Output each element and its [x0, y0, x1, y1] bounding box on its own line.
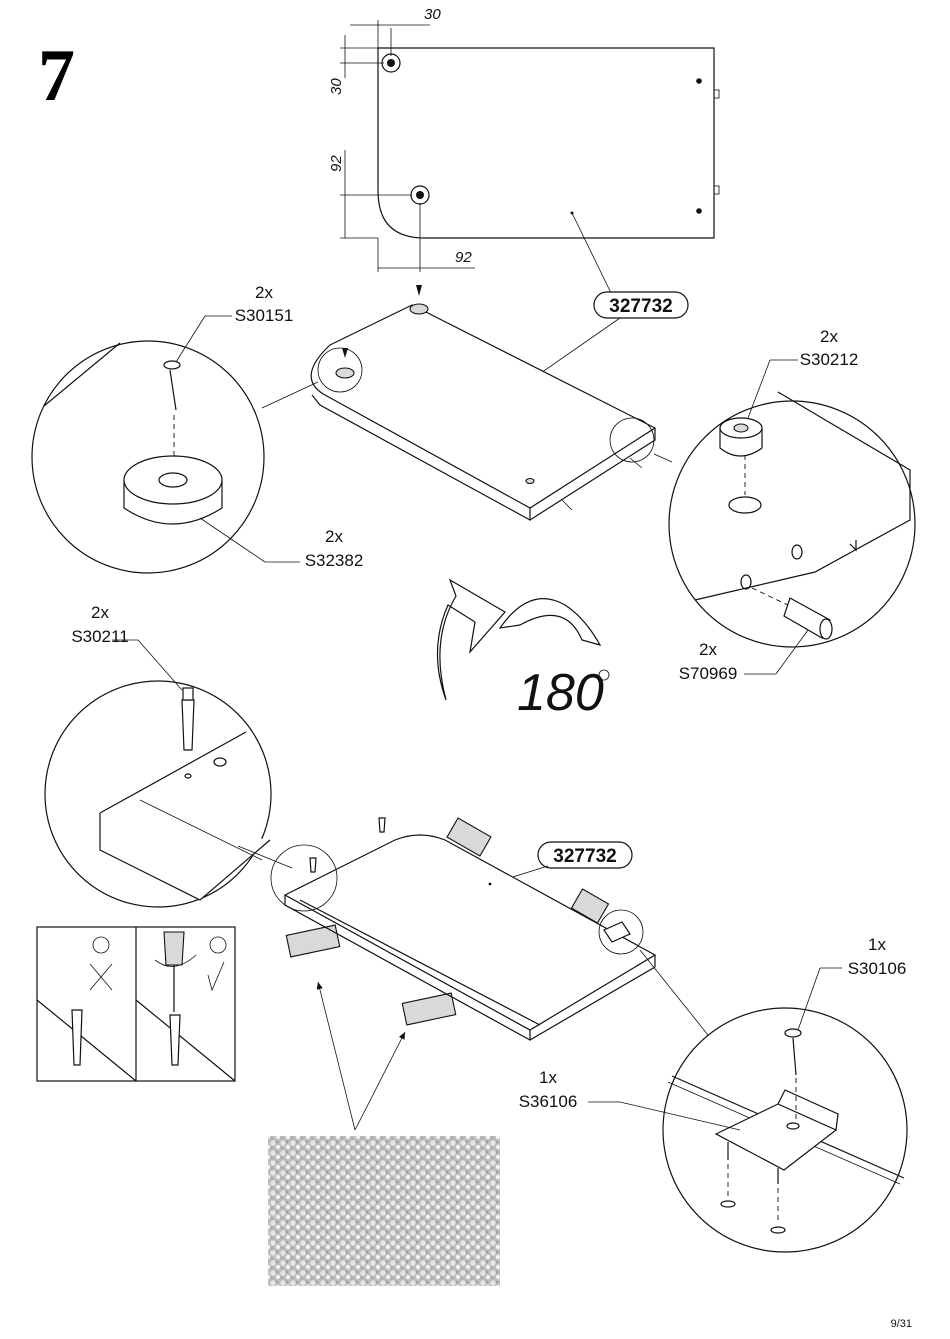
dim-corner-horizontal: 92: [455, 249, 472, 266]
code-s36106: S36106: [519, 1092, 578, 1111]
detail-glide-screw: [31, 315, 319, 574]
qty-s30106: 1x: [868, 935, 886, 954]
step-number: 7: [38, 35, 75, 117]
rotate-180-arrow: 180: [436, 578, 610, 722]
svg-text:327732: 327732: [609, 296, 672, 317]
panel-label-top: 327732: [593, 291, 689, 319]
svg-text:327732: 327732: [553, 846, 616, 867]
code-s30151: S30151: [235, 306, 294, 325]
qty-s36106: 1x: [539, 1068, 557, 1087]
code-s32382: S32382: [305, 551, 364, 570]
screwdriver-usage-box: [36, 926, 236, 1082]
dim-top-vertical: 30: [328, 78, 345, 95]
qty-s30212: 2x: [820, 327, 838, 346]
detail-plate-screw: [588, 967, 908, 1253]
qty-s32382: 2x: [325, 527, 343, 546]
qty-s30151: 2x: [255, 283, 273, 302]
detail-cam-dowel: [653, 359, 916, 675]
panel-label-bottom: 327732: [537, 841, 633, 869]
rotation-value: 180: [517, 664, 604, 722]
dim-top-horizontal: 30: [424, 6, 441, 23]
code-s70969: S70969: [679, 664, 738, 683]
detail-connector-bolt: [44, 639, 293, 908]
happy-face-icon: [209, 936, 227, 954]
page-number: 9/31: [891, 1318, 912, 1330]
code-s30212: S30212: [800, 350, 859, 369]
sad-face-icon: [92, 936, 110, 954]
panel-iso-bottom: [270, 817, 709, 1042]
carpet-surface-image: [268, 1136, 500, 1286]
dim-corner-vertical: 92: [328, 155, 345, 172]
plan-view: 30 30 92 92: [328, 6, 720, 296]
panel-iso-top: [310, 285, 657, 522]
qty-s30211: 2x: [91, 603, 109, 622]
code-s30106: S30106: [848, 959, 907, 978]
qty-s70969: 2x: [699, 640, 717, 659]
code-s30211: S30211: [71, 627, 128, 646]
